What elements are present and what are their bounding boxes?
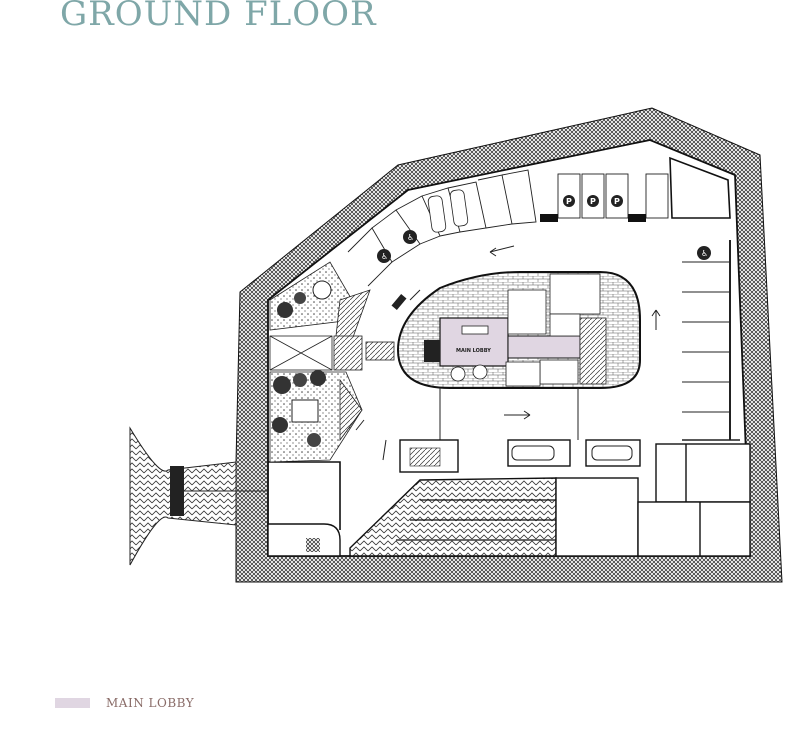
accessible-parking-icon: ♿ ♿ ♿ xyxy=(377,230,711,263)
entrance-gate xyxy=(170,466,184,516)
service-rooms xyxy=(555,443,751,557)
svg-text:P: P xyxy=(614,197,620,206)
page-title: GROUND FLOOR xyxy=(60,0,377,34)
svg-text:P: P xyxy=(590,197,596,206)
garden-left-top xyxy=(269,261,371,341)
legend-label: MAIN LOBBY xyxy=(106,696,195,710)
svg-text:P: P xyxy=(566,197,572,206)
svg-text:♿: ♿ xyxy=(407,233,414,242)
entry-stairs xyxy=(269,335,395,371)
guard-house xyxy=(267,523,341,557)
parking-stalls-right xyxy=(682,240,740,441)
svg-text:♿: ♿ xyxy=(701,249,708,258)
main-lobby-label: MAIN LOBBY xyxy=(456,348,491,354)
parked-cars-top xyxy=(427,189,469,233)
svg-text:♿: ♿ xyxy=(381,252,388,261)
legend-swatch-main-lobby xyxy=(55,698,90,708)
parking-stalls-top-right xyxy=(557,173,669,219)
main-lobby-room xyxy=(439,317,509,367)
traffic-arrows xyxy=(355,245,661,461)
legend: MAIN LOBBY xyxy=(55,696,194,710)
parking-p-icon: P P P xyxy=(563,195,623,207)
garden-left-bottom xyxy=(269,370,363,463)
parking-stalls-top xyxy=(347,169,537,287)
